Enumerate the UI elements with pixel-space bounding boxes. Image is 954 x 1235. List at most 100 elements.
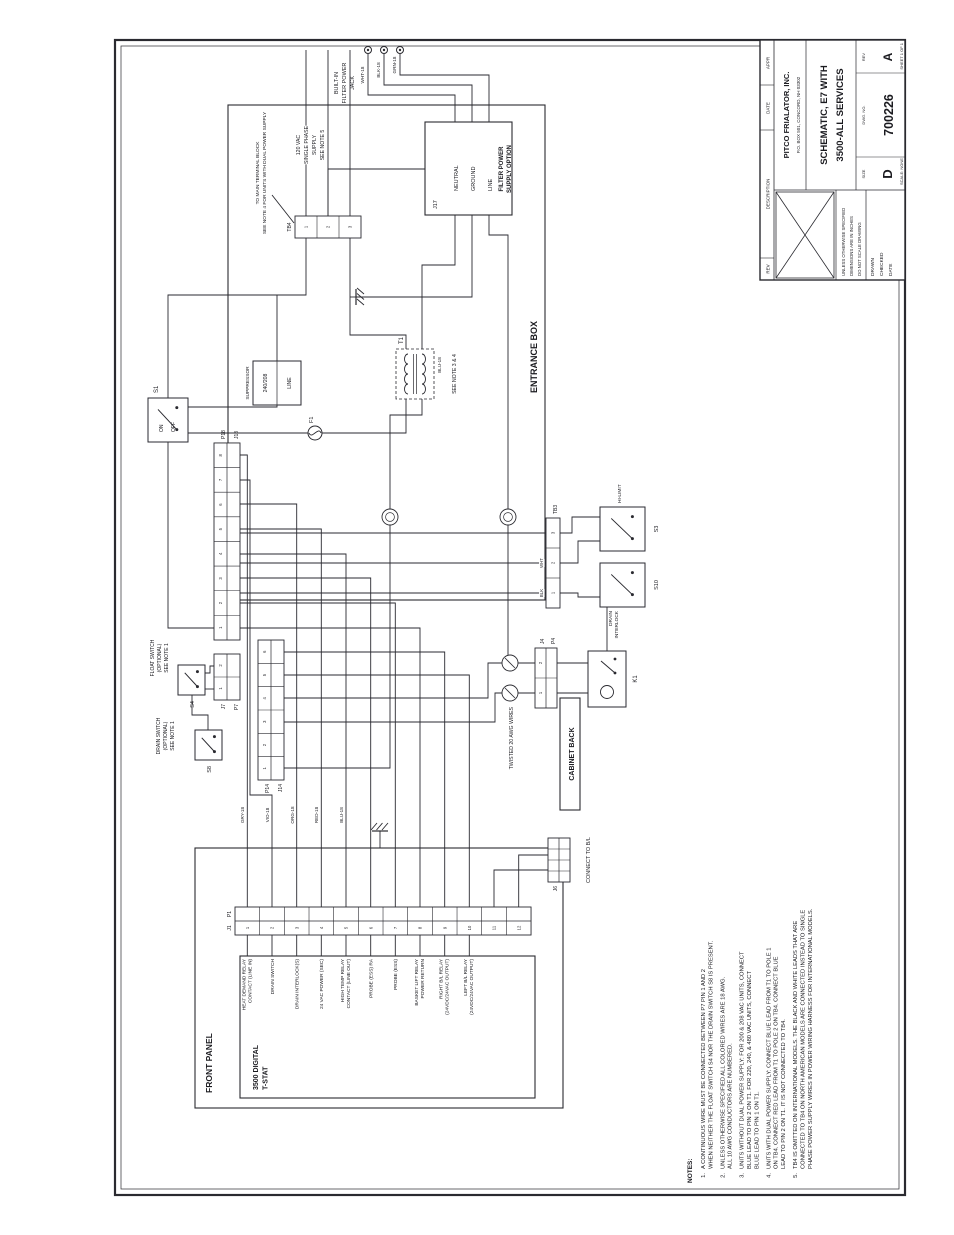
relay-k1 — [587, 650, 627, 708]
label: 5 — [344, 926, 349, 929]
jack-label: FILTER POWER — [342, 63, 348, 104]
note-line: BLUE LEAD TO PIN 1 ON T1. — [754, 1091, 760, 1169]
note-line: TB4 IS OMITTED ON INTERNATIONAL MODELS. … — [793, 921, 799, 1169]
harness-wire — [240, 627, 421, 907]
filter-ground: GROUND — [471, 167, 477, 191]
wire-color-red: RED-18 — [314, 806, 319, 823]
cap-j1: J1 — [227, 925, 233, 931]
tstat-pin-label: (24VDC/24VAC OUTPUT) — [469, 959, 475, 1015]
t1-ground-wire — [349, 238, 407, 349]
label: 3 — [218, 577, 223, 580]
cabinet-back-label: CABINET BACK — [569, 727, 576, 780]
note-line: UNITS WITHOUT DUAL POWER SUPPLY: FOR 200… — [740, 951, 746, 1169]
region-boxes — [194, 104, 581, 1109]
tstat-label: 3500 DIGITAL — [253, 1044, 260, 1090]
tb3-wht: WHT — [539, 558, 544, 568]
label: 3 — [348, 225, 353, 228]
supply-label: SUPPLY — [312, 134, 318, 155]
float-switch-label: SEE NOTE 1 — [164, 643, 170, 673]
note-line: LEAD TO PIN 2 ON T1. IT IS NOT CONNECTED… — [781, 1019, 787, 1169]
front-panel-label: FRONT PANEL — [204, 1033, 214, 1093]
label: 7 — [393, 926, 398, 929]
cap-j7: J7 — [221, 704, 227, 710]
s1-lead — [188, 405, 278, 408]
t1-neutral-wire — [421, 215, 456, 349]
designator-t1: T1 — [399, 336, 405, 344]
drain-switch-wire — [191, 695, 209, 730]
cap-p7: P7 — [234, 704, 240, 710]
connector-j7-p7: 12 — [213, 653, 241, 701]
tap-to-tb4 — [276, 238, 307, 361]
note-line: WHEN NEITHER THE FLOAT SWITCH S4 NOR THE… — [708, 940, 714, 1169]
label: 2 — [538, 661, 543, 664]
label: 5 — [262, 673, 267, 676]
tstat-pin-label: PROBE (ESS) RA — [369, 958, 375, 998]
to-main-terminal-label: SEE NOTE 4 FOR UNITS WITH DUAL POWER SUP… — [262, 111, 268, 234]
tstat-label: T-STAT — [263, 1066, 270, 1090]
twisted-wire — [284, 692, 502, 723]
designator-s4: S4 — [190, 701, 196, 708]
checked-label: CHECKED — [879, 252, 885, 276]
terminal-block-tb3: 123 — [545, 517, 561, 609]
label: 4 — [319, 926, 324, 929]
label: 6 — [218, 503, 223, 506]
tstat-pin-label: CONTACT (LINE OUT) — [346, 959, 352, 1009]
power-switch-s1 — [147, 397, 189, 443]
harness-wire — [240, 479, 273, 907]
label: 1 — [304, 225, 309, 228]
sheet-value: SHEET 1 OF 1 — [899, 42, 904, 69]
note-line: CONNECTED TO TB4 ON NORTH AMERICAN MODEL… — [800, 910, 806, 1169]
note-line: PHASE POWER SUPPLY WIRES IN POWER WIRING… — [808, 908, 814, 1169]
tb3-switch-wire — [560, 516, 600, 534]
note-line: ON TB4. CONNECT RED LEAD FROM T1 TO POLE… — [774, 956, 780, 1169]
rev-strip-label: APPR — [766, 56, 771, 69]
note-line: UNITS WITH DUAL POWER SUPPLY: CONNECT BL… — [766, 947, 772, 1169]
twisted-wires-label: TWISTED 20 AWG WIRES — [509, 706, 515, 769]
float-switch-wire — [205, 665, 214, 674]
rev-value: A — [881, 52, 895, 61]
filter-supply-box — [424, 121, 513, 216]
see-note-3-4: SEE NOTE 3 & 4 — [452, 354, 458, 394]
note-number: 4. — [766, 1173, 772, 1178]
tolerance-note: DIMENSIONS ARE IN INCHES — [849, 216, 854, 276]
designator-s8: S8 — [207, 766, 213, 773]
drawn-label: DRAWN — [870, 258, 876, 276]
cap-p14: P14 — [265, 784, 271, 793]
designator-f1: F1 — [309, 417, 315, 423]
harness-wire — [240, 454, 248, 907]
transformer-t1 — [395, 348, 435, 400]
label: 6 — [368, 926, 373, 929]
drain-interlock-label: DRAIN — [608, 610, 614, 625]
s1-feed-wire — [167, 442, 214, 629]
to-main-terminal-label: TO MAIN TERMINAL BLOCK — [255, 141, 261, 205]
filter-box-label: FILTER POWER — [499, 146, 505, 192]
note-line: BLUE LEAD TO PIN 2 ON T1. FOR 220, 240, … — [747, 971, 753, 1169]
label: 8 — [418, 926, 423, 929]
label: 5 — [218, 527, 223, 530]
suppressor-label: SUPPRESSOR — [245, 366, 251, 400]
chassis-ground-front-panel — [370, 822, 389, 832]
front-panel-box — [194, 847, 564, 1109]
note-line: ALL 10 AWG CONDUCTORS ARE NUMBERED. — [728, 1043, 734, 1169]
filter-ground-wire — [356, 215, 473, 298]
label: 240/208 — [263, 374, 269, 393]
label: 9 — [442, 926, 447, 929]
supply-label: 120 VAC — [296, 135, 302, 156]
wire-color-gry: GRY-18 — [240, 807, 245, 824]
cap-tb4: TB4 — [287, 222, 293, 231]
wire-color-grn: GRN-18 — [392, 56, 397, 73]
jack-wire — [367, 54, 456, 122]
harness-wire — [284, 651, 446, 907]
connector-j6 — [547, 837, 571, 883]
wire-bushing-upper — [381, 508, 399, 526]
designator-s1: S1 — [154, 385, 160, 393]
switch-on-label: ON — [159, 424, 165, 432]
entrance-box-label: ENTRANCE BOX — [529, 321, 539, 393]
tstat-pin-label: BASKET LIFT RELAY — [414, 958, 420, 1005]
label: 11 — [492, 925, 497, 930]
label: 3 — [294, 926, 299, 929]
